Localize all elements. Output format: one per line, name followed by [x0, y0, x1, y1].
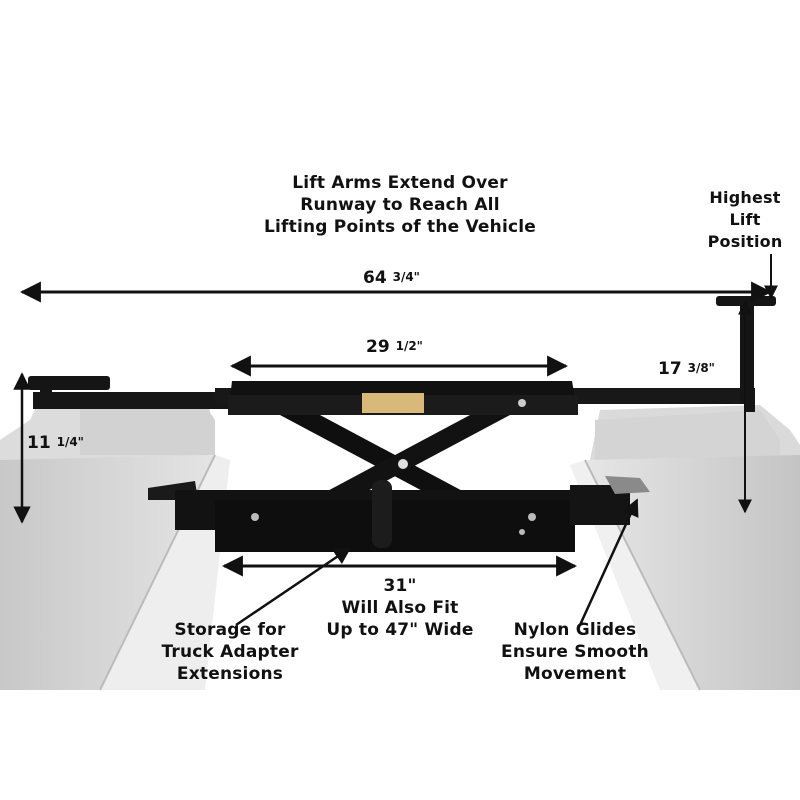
highest-lift-callout: Highest Lift Position	[707, 188, 783, 251]
nylon-glides-callout: Nylon Glides Ensure Smooth Movement	[501, 620, 649, 684]
left-runway	[0, 400, 230, 691]
lift-arms-callout: Lift Arms Extend Over Runway to Reach Al…	[263, 173, 537, 237]
width-note: 31" Will Also Fit Up to 47" Wide	[326, 576, 474, 640]
storage-callout: Storage for Truck Adapter Extensions	[161, 620, 299, 684]
arm-height-dimension: 11 1/4"	[27, 433, 84, 453]
jack-platform	[228, 381, 578, 415]
jack-scissor	[280, 415, 510, 495]
jack-base	[148, 476, 650, 552]
label-plate	[362, 393, 424, 413]
dimension-lines	[13, 254, 778, 627]
highest-height-dimension: 17 3/8"	[658, 359, 715, 379]
platform-length-dimension: 29 1/2"	[366, 337, 423, 357]
overall-width-dimension: 64 3/4"	[363, 268, 420, 288]
